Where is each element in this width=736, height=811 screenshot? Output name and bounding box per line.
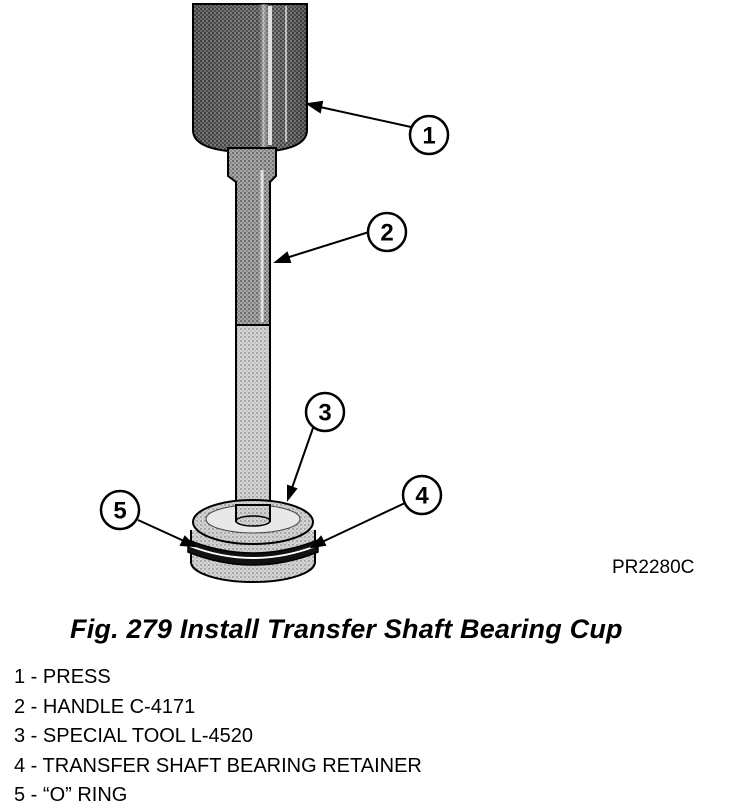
callout-2-label: 2: [380, 220, 393, 247]
leader-lines: [137, 100, 412, 549]
legend-text: PRESS: [42, 666, 111, 688]
legend-number: 1: [14, 666, 43, 688]
figure-caption: Fig. 279 Install Transfer Shaft Bearing …: [70, 614, 623, 644]
legend-number: 2: [14, 696, 43, 718]
callout-2: 2: [366, 211, 408, 253]
callout-4: 4: [401, 474, 443, 516]
legend-text: HANDLE C-4171: [42, 695, 196, 718]
callout-1: 1: [408, 114, 450, 156]
legend-number: 3: [14, 725, 43, 747]
legend-number: 5: [14, 784, 43, 806]
callout-3-label: 3: [318, 400, 331, 427]
callout-4-label: 4: [415, 483, 429, 510]
legend-text: TRANSFER SHAFT BEARING RETAINER: [42, 754, 422, 777]
callout-5: 5: [99, 489, 141, 531]
legend-text: “O” RING: [42, 784, 128, 806]
callout-1-label: 1: [422, 123, 435, 150]
legend-number: 4: [14, 755, 43, 777]
figure-illustration: 1 2 3 4 5: [99, 3, 450, 583]
press-part: [192, 3, 308, 154]
legend-text: SPECIAL TOOL L-4520: [42, 725, 254, 747]
handle-part: [227, 147, 277, 521]
callout-5-label: 5: [113, 498, 126, 525]
legend-item: 2HANDLE C-4171: [14, 693, 422, 723]
callout-3: 3: [304, 391, 346, 433]
legend-item: 3SPECIAL TOOL L-4520: [14, 722, 422, 752]
legend-item: 4TRANSFER SHAFT BEARING RETAINER: [14, 752, 422, 782]
legend-item: 5“O” RING: [14, 781, 422, 811]
legend-item: 1PRESS: [14, 663, 422, 693]
special-tool-part: [187, 499, 319, 583]
figure-code: PR2280C: [612, 557, 695, 578]
legend-list: 1PRESS 2HANDLE C-4171 3SPECIAL TOOL L-45…: [14, 663, 422, 811]
